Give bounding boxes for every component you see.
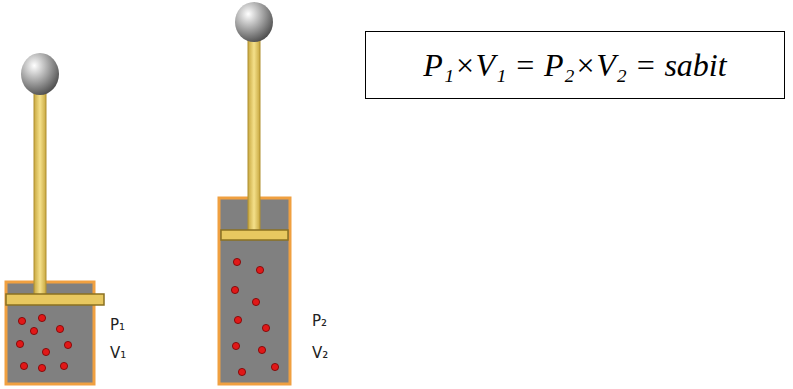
cylinder-2 xyxy=(219,2,290,384)
state-label: V₂ xyxy=(312,346,328,361)
state-label: V₁ xyxy=(110,346,126,361)
state-label: P₂ xyxy=(312,314,327,329)
state-label: P₁ xyxy=(110,318,125,333)
formula-text: P₁×V₁ = P₂×V₂ = sabit xyxy=(423,46,726,84)
formula-box: P₁×V₁ = P₂×V₂ = sabit xyxy=(365,31,785,99)
cylinder-1 xyxy=(6,53,104,384)
